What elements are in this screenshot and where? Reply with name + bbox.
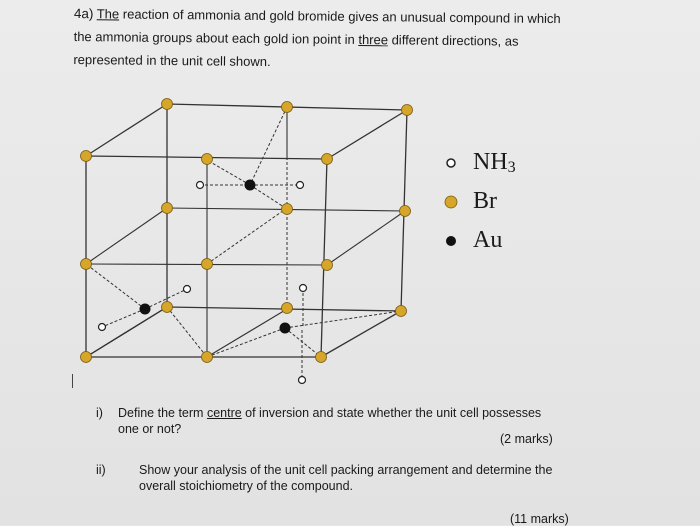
question-ii-text: Show your analysis of the unit cell pack…: [139, 462, 552, 494]
br-atom: [80, 351, 92, 363]
question-ii-marks: (11 marks): [510, 512, 569, 526]
legend: NH3 Br Au: [444, 143, 516, 260]
open-circle-icon: [446, 157, 456, 168]
legend-label-br: Br: [473, 188, 497, 214]
legend-nh3-name: NH: [473, 148, 508, 175]
underlined-centre: centre: [206, 406, 242, 420]
question-ii-line-1: Show your analysis of the unit cell pack…: [139, 463, 553, 477]
legend-item-br: Br: [444, 182, 516, 221]
legend-nh3-subscript: 3: [507, 158, 516, 176]
br-atom: [321, 153, 333, 165]
br-atom: [281, 302, 293, 314]
br-atom: [395, 305, 407, 317]
br-atom: [321, 259, 333, 271]
br-atom: [281, 101, 293, 113]
au-atom: [139, 303, 151, 315]
br-atom: [281, 203, 293, 215]
legend-label-nh3: NH3: [473, 149, 516, 177]
question-ii: ii) Show your analysis of the unit cell …: [96, 462, 616, 502]
br-atom: [315, 351, 327, 363]
question-i-line-1: Define the term centre of inversion and …: [118, 405, 541, 421]
question-ii-number: ii): [96, 463, 106, 477]
nh3-molecule: [295, 180, 305, 190]
gold-circle-icon: [444, 195, 458, 208]
au-atom: [244, 179, 256, 191]
mid-plane-lines: [85, 107, 406, 358]
br-atom: [399, 205, 411, 217]
br-atom: [80, 150, 92, 162]
dashed-bonds: [85, 106, 402, 380]
stray-mark: [72, 374, 73, 388]
legend-item-au: Au: [444, 221, 516, 260]
nh3-molecule: [195, 180, 205, 190]
br-atom: [80, 258, 92, 270]
br-atom: [201, 153, 213, 165]
legend-label-au: Au: [473, 227, 503, 253]
au-atom: [279, 322, 291, 334]
question-i-marks: (2 marks): [500, 432, 553, 446]
question-ii-line-2: overall stoichiometry of the compound.: [139, 479, 353, 493]
nh3-molecules: [97, 180, 308, 385]
black-circle-icon: [446, 235, 456, 246]
br-atom: [161, 202, 173, 214]
au-atoms: [139, 179, 291, 334]
br-atom: [161, 301, 173, 313]
question-i-text: Define the term centre of inversion and …: [118, 405, 541, 437]
br-atom: [401, 104, 413, 116]
nh3-molecule: [182, 284, 192, 294]
question-i-line-2: one or not?: [118, 422, 182, 436]
question-i-line-1a: Define the term: [118, 406, 207, 420]
br-atoms: [80, 98, 413, 363]
br-atom: [201, 258, 213, 270]
question-i-number: i): [96, 406, 103, 420]
legend-item-nh3: NH3: [444, 143, 516, 182]
question-i: i) Define the term centre of inversion a…: [96, 405, 616, 445]
nh3-molecule: [97, 322, 107, 332]
nh3-molecule: [297, 375, 307, 385]
br-atom: [201, 351, 213, 363]
nh3-molecule: [298, 283, 308, 293]
question-i-line-1b: of inversion and state whether the unit …: [241, 406, 542, 420]
br-atom: [161, 98, 173, 110]
